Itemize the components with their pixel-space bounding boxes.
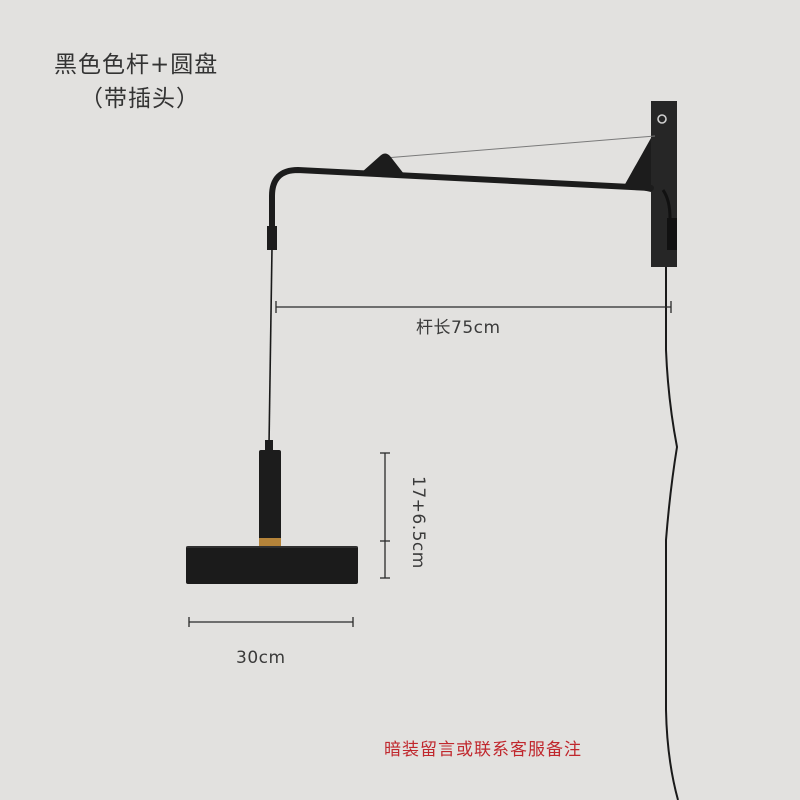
brass-ring [259, 538, 281, 546]
mount-screw-icon [657, 114, 667, 124]
height-dimension-line [380, 452, 390, 579]
rod-length-label: 杆长75cm [416, 318, 501, 338]
arm-brace [624, 138, 651, 192]
rod-length-dimension-line [275, 301, 672, 313]
disc-shade [186, 546, 358, 584]
pendant-tube [259, 450, 281, 540]
variant-name: 黑色色杆+圆盘 [54, 52, 219, 78]
installation-note: 暗装留言或联系客服备注 [384, 740, 582, 760]
wire-clip [362, 153, 404, 174]
product-variant-title: 黑色色杆+圆盘 （带插头） [54, 48, 218, 116]
plug-cord [665, 267, 679, 800]
arm-end-connector [267, 226, 277, 250]
variant-plug-note: （带插头） [80, 86, 200, 112]
shade-width-label: 30cm [236, 648, 286, 668]
cord-clamp [667, 218, 677, 250]
swing-arm [269, 166, 654, 235]
tension-wire [384, 135, 656, 159]
width-dimension-line [188, 617, 354, 627]
shade-height-label: 17+6.5cm [408, 476, 428, 569]
pendant-cord [268, 247, 273, 446]
pendant-connector [265, 440, 273, 452]
